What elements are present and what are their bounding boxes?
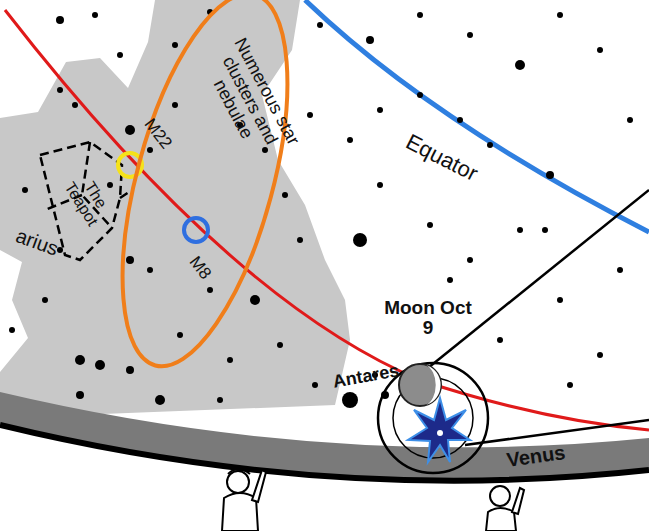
stars [9, 9, 633, 408]
moon-crescent [426, 365, 441, 405]
star [467, 32, 473, 38]
star [117, 52, 123, 58]
star [447, 277, 453, 283]
star [126, 366, 134, 374]
star [250, 295, 260, 305]
star [297, 237, 303, 243]
observer-figure [222, 469, 266, 531]
star [597, 47, 603, 53]
star [56, 16, 64, 24]
milky-way [0, 0, 350, 418]
star [95, 360, 105, 370]
star [557, 12, 563, 18]
star [542, 227, 548, 233]
star [57, 87, 63, 93]
zoom-line [428, 190, 649, 368]
star [366, 36, 374, 44]
star [76, 391, 84, 399]
star [627, 117, 633, 123]
star [377, 107, 383, 113]
star [92, 12, 98, 18]
star [42, 297, 48, 303]
star [75, 355, 85, 365]
star [417, 92, 423, 98]
star [515, 60, 525, 70]
star [9, 327, 15, 333]
star [487, 142, 493, 148]
star [126, 256, 134, 264]
star [347, 137, 353, 143]
star [207, 287, 213, 293]
star [172, 42, 178, 48]
star [457, 117, 463, 123]
equator-line [305, 0, 649, 232]
star [353, 233, 367, 247]
star [282, 192, 288, 198]
star [342, 392, 358, 408]
star [227, 357, 233, 363]
star [22, 187, 28, 193]
ellipse-outline [90, 0, 321, 383]
star [217, 397, 223, 403]
moon [399, 364, 441, 406]
star [277, 342, 283, 348]
star [147, 147, 153, 153]
star [557, 297, 563, 303]
star [427, 222, 433, 228]
star [617, 267, 623, 273]
star [377, 182, 383, 188]
star [147, 267, 153, 273]
star [262, 147, 268, 153]
equator-label: Equator [383, 120, 500, 195]
observer-figure [486, 486, 524, 531]
star [417, 12, 423, 18]
zoom-line [465, 420, 649, 445]
star [567, 382, 573, 388]
star [467, 257, 473, 263]
star [312, 382, 318, 388]
ecliptic-line [5, 10, 649, 430]
star [177, 332, 183, 338]
star [597, 352, 603, 358]
star [317, 22, 323, 28]
star [307, 112, 313, 118]
cluster-region: Numerous star clusters and nebulae [130, 0, 280, 375]
star [497, 337, 503, 343]
moon-label: Moon Oct 9 [383, 298, 473, 338]
star [517, 227, 523, 233]
star [72, 102, 78, 108]
star [172, 102, 178, 108]
horizon-band [0, 392, 649, 481]
venus-dot [437, 430, 443, 436]
m8-marker [184, 218, 208, 242]
star [546, 171, 554, 179]
star [155, 395, 165, 405]
venus-star [408, 398, 470, 462]
star [107, 182, 113, 188]
star [125, 125, 135, 135]
